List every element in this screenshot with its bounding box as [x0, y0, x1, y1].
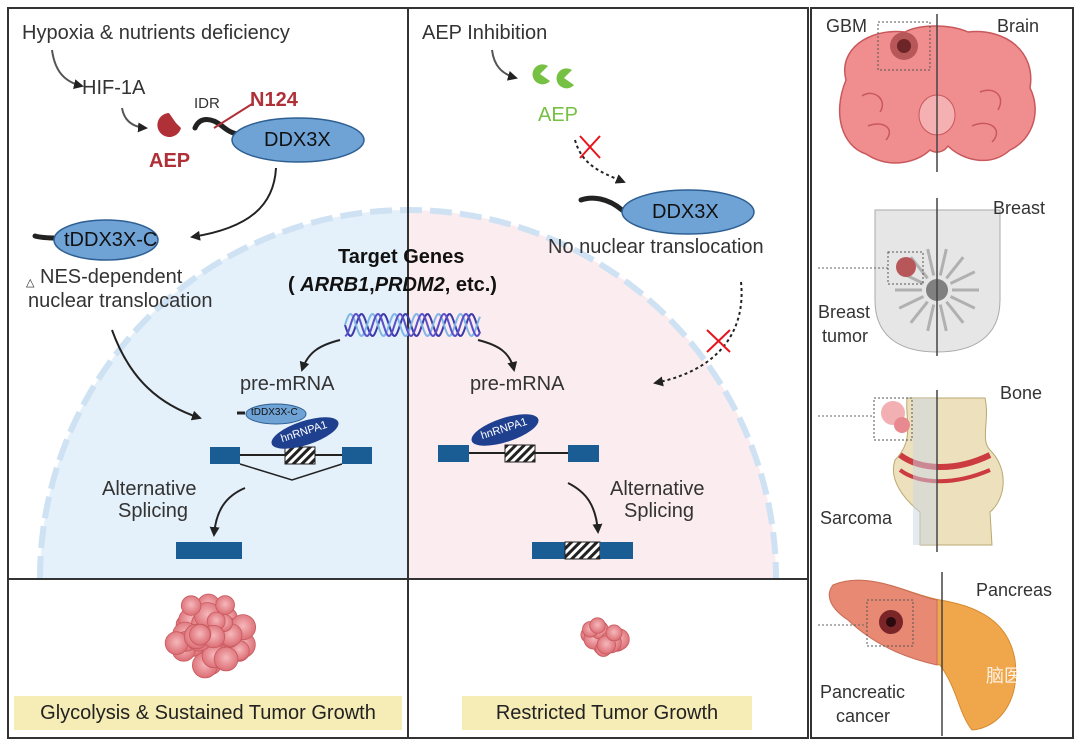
watermark: 脑医汇 — [986, 666, 1040, 686]
pancreas-icon — [818, 572, 1017, 736]
ddx3x-protein-mid — [621, 189, 755, 235]
stress-label: Hypoxia & nutrients deficiency — [22, 22, 290, 44]
left-splicing — [176, 403, 372, 559]
alt-splicing-right-1: Alternative — [610, 478, 705, 500]
inhibit-cross-icon — [579, 135, 731, 353]
paren-open: ( — [288, 274, 295, 296]
n124-pointer — [213, 103, 253, 129]
brain-icon — [838, 14, 1036, 172]
idr-label: IDR — [194, 95, 220, 112]
genes-etc: , etc.) — [444, 274, 497, 296]
alt-splicing-left-2: Splicing — [118, 500, 189, 522]
target-genes-list: ( ARRB1,PRDM2, etc.) — [288, 274, 497, 297]
left-panel-arrows — [51, 49, 341, 537]
aep-green-icon — [532, 64, 574, 89]
tddx3x-label: tDDX3X-C — [64, 229, 158, 251]
pancreatic-label-2: cancer — [836, 706, 891, 726]
target-genes-title: Target Genes — [338, 246, 465, 268]
tumor-large-icon — [164, 593, 256, 679]
pre-mrna-right: pre-mRNA — [470, 373, 565, 395]
ddx3x-label: DDX3X — [264, 129, 331, 151]
brain-label: Brain — [997, 16, 1040, 36]
breast-label: Breast — [993, 198, 1046, 218]
tddx3x-tail — [32, 233, 59, 241]
outcome-left-banner: Glycolysis & Sustained Tumor Growth — [14, 696, 402, 730]
spliced-exon-right — [210, 542, 242, 559]
tddx3x-small-label: tDDX3X-C — [251, 407, 298, 418]
nes-label: NES-dependent — [40, 266, 183, 288]
breast-tumor-label-1: Breast — [818, 302, 871, 322]
breast-tumor-label-2: tumor — [822, 326, 869, 346]
n124-label: N124 — [250, 89, 298, 111]
gene-arrb1: ARRB1 — [300, 274, 370, 296]
alt-splicing-right-2: Splicing — [624, 500, 695, 522]
aep-inhibition-label: AEP Inhibition — [422, 22, 548, 44]
bone-label: Bone — [1000, 383, 1043, 403]
alt-splicing-left-1: Alternative — [102, 478, 197, 500]
tumor-small-icon — [580, 617, 630, 657]
breast-icon — [818, 198, 1001, 356]
ddx3x-protein — [231, 117, 365, 163]
pancreas-label: Pancreas — [976, 580, 1053, 600]
bone-icon — [818, 390, 1004, 552]
translocation-label: nuclear translocation — [28, 290, 213, 312]
hif1a-label: HIF-1A — [82, 77, 146, 99]
sarcoma-label: Sarcoma — [820, 508, 893, 528]
pancreatic-label-1: Pancreatic — [820, 682, 906, 702]
spliced-exon-left — [176, 542, 210, 559]
nes-symbol: △ — [26, 277, 35, 289]
tddx3x-protein — [53, 219, 159, 261]
ddx3x-tail-mid — [578, 195, 625, 213]
dna-helix-icon — [344, 312, 481, 338]
idr-tail — [192, 117, 243, 138]
right-splicing — [438, 414, 633, 560]
aep-label: AEP — [149, 150, 191, 172]
no-nuclear-label: No nuclear translocation — [548, 236, 764, 258]
outcome-right-banner: Restricted Tumor Growth — [462, 696, 752, 730]
pre-mrna-left: pre-mRNA — [240, 373, 335, 395]
aep-enzyme-icon — [157, 113, 181, 137]
ddx3x-mid-label: DDX3X — [652, 201, 719, 223]
panel-frames — [7, 7, 1074, 739]
gene-comma: , — [369, 274, 375, 296]
gene-prdm2: PRDM2 — [374, 274, 445, 296]
gbm-label: GBM — [826, 16, 868, 36]
aep-green-label: AEP — [538, 104, 579, 126]
